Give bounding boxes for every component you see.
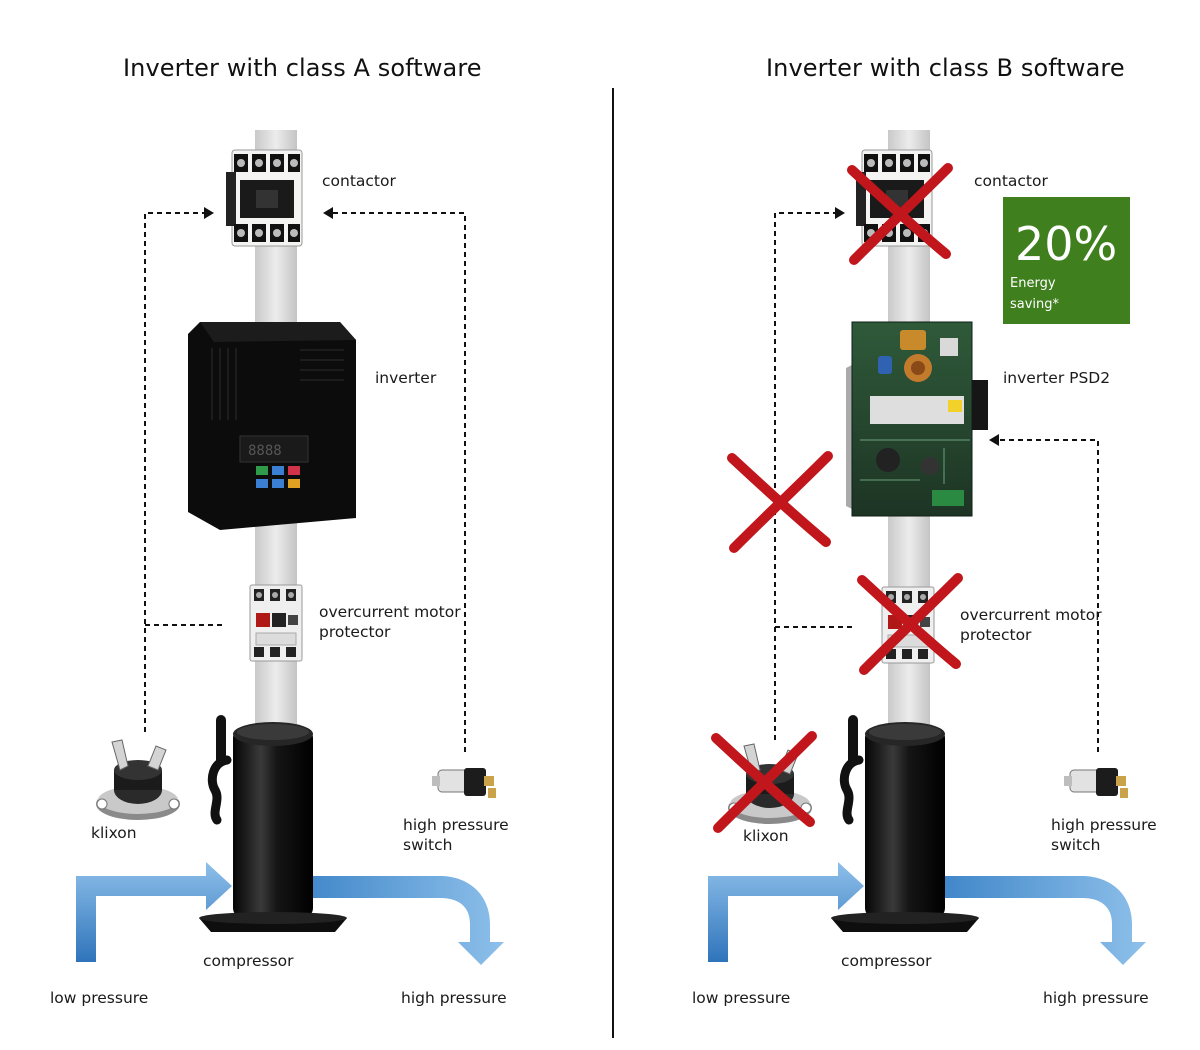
compressor-label: compressor — [841, 952, 932, 970]
arrowhead — [989, 434, 999, 446]
energy-saving-line2: saving* — [1010, 297, 1060, 312]
inverter-label: inverter PSD2 — [1003, 369, 1111, 387]
inverter-label: inverter — [375, 369, 437, 387]
pressure-switch-label-line2: switch — [403, 836, 453, 854]
inverter-image: 8888 — [188, 322, 356, 530]
flow-arrows — [76, 862, 504, 965]
pressure-switch-label-line1: high pressure — [403, 816, 509, 834]
pressure-switch-label-line1: high pressure — [1051, 816, 1157, 834]
contactor-label: contactor — [322, 172, 396, 190]
panel-divider — [612, 88, 614, 1038]
energy-saving-badge: 20% Energy saving* — [1003, 197, 1130, 324]
pressure-switch-label: high pressure switch — [403, 815, 509, 855]
protector-label: overcurrent motor protector — [319, 602, 461, 642]
panel-title: Inverter with class A software — [123, 54, 482, 82]
energy-saving-line1: Energy — [1010, 276, 1056, 291]
pressure-switch-label-line2: switch — [1051, 836, 1101, 854]
flow-arrows — [708, 862, 1146, 965]
arrowhead — [835, 207, 845, 219]
contactor-label: contactor — [974, 172, 1048, 190]
control-links — [144, 212, 466, 752]
low-pressure-label: low pressure — [692, 989, 791, 1007]
inverter-psd2-image — [846, 321, 988, 517]
protector-label-line2: protector — [319, 623, 391, 641]
panel-class-b: Inverter with class B software contactor… — [600, 0, 1200, 1050]
compressor-label: compressor — [203, 952, 294, 970]
protector-label-line1: overcurrent motor — [960, 606, 1102, 624]
high-pressure-label: high pressure — [401, 989, 507, 1007]
panel-class-a: Inverter with class A software contactor… — [50, 54, 509, 1007]
panel-b-diagram — [708, 130, 1146, 965]
high-pressure-label: high pressure — [1043, 989, 1149, 1007]
protector-label-line1: overcurrent motor — [319, 603, 461, 621]
arrowhead — [204, 207, 214, 219]
protector-label-line2: protector — [960, 626, 1032, 644]
svg-text:8888: 8888 — [248, 443, 282, 459]
panel-title: Inverter with class B software — [766, 54, 1125, 82]
klixon-label: klixon — [91, 824, 137, 842]
arrowhead — [323, 207, 333, 219]
panel-a-diagram: 8888 — [76, 130, 504, 965]
control-links — [774, 212, 1099, 752]
low-pressure-label: low pressure — [50, 989, 149, 1007]
protector-label: overcurrent motor protector — [960, 605, 1102, 645]
pressure-switch-label: high pressure switch — [1051, 815, 1157, 855]
energy-saving-value: 20% — [1015, 217, 1118, 271]
klixon-label: klixon — [743, 827, 789, 845]
